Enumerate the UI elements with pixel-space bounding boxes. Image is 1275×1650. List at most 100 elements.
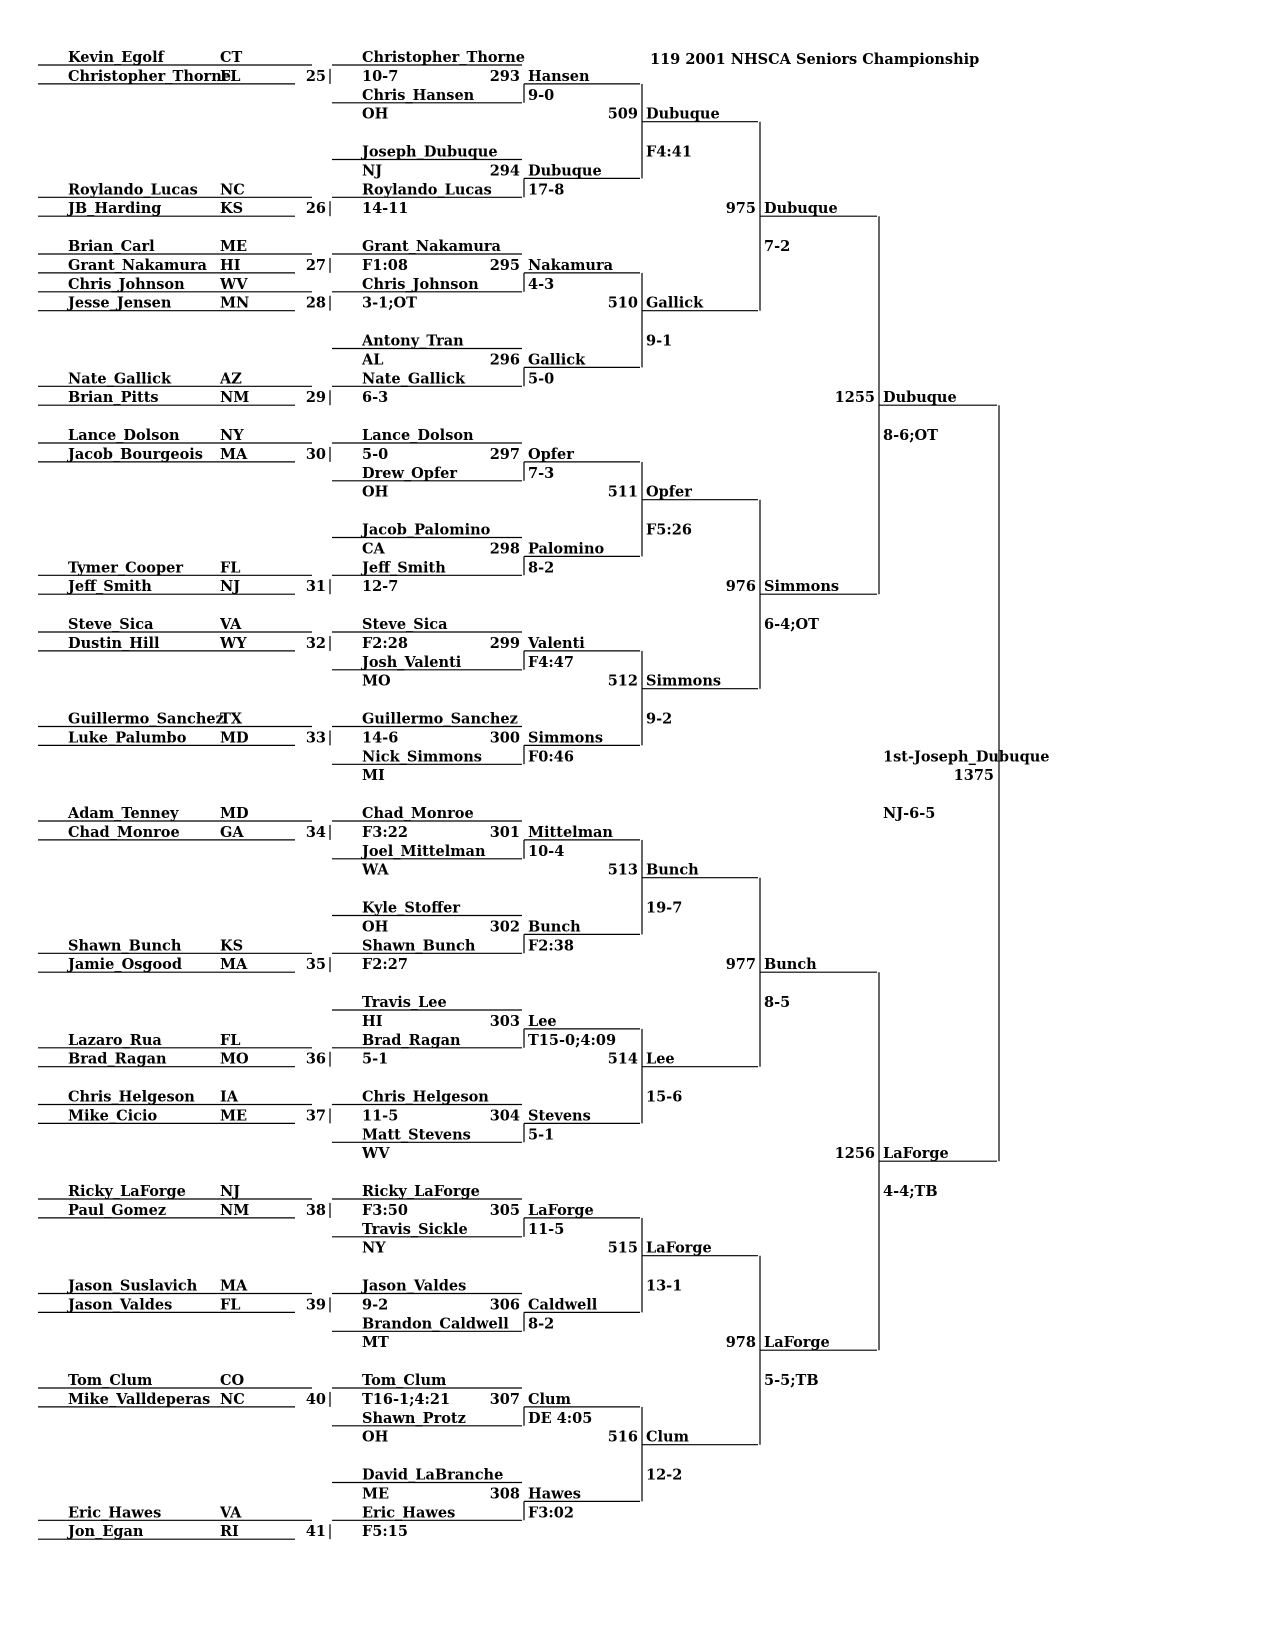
r1-state-code: MA — [220, 956, 248, 973]
r1-wrestler-name: Jeff_Smith — [66, 578, 152, 595]
r1-wrestler-name: Lazaro_Rua — [68, 1032, 162, 1049]
r1-state-code: KS — [220, 937, 243, 954]
r1-wrestler-name: Shawn_Bunch — [68, 937, 182, 954]
r1-state-code: TX — [220, 711, 243, 728]
r5-score: 8-6;OT — [883, 427, 938, 444]
r3-bout-number: 510 — [608, 295, 638, 312]
r2-wrestler-name: Tom_Clum — [362, 1372, 447, 1389]
r2-winner-name: Simmons — [528, 729, 603, 746]
r1-wrestler-name: Chris_Helgeson — [68, 1089, 195, 1106]
r1-bout-number: 29 — [306, 389, 326, 406]
r3-bout-number: 513 — [608, 862, 638, 879]
r2-wrestler-name: Nick_Simmons — [362, 748, 482, 765]
r4-score: 7-2 — [764, 238, 790, 255]
r2-score: F4:47 — [528, 654, 574, 671]
r2-score: 10-4 — [528, 843, 564, 860]
r1-wrestler-name: Nate_Gallick — [68, 370, 172, 387]
r1-bout-number: 33 — [306, 729, 326, 746]
r2-winner-name: Lee — [528, 1013, 557, 1030]
r2-match-info: 12-7 — [362, 578, 398, 595]
r4-winner-name: Bunch — [764, 956, 817, 973]
r1-wrestler-name: Luke_Palumbo — [68, 729, 187, 746]
r2-score: F2:38 — [528, 937, 574, 954]
r1-bout-number: 38 — [306, 1202, 326, 1219]
r3-winner-name: Gallick — [646, 295, 704, 312]
r1-wrestler-name: Jason_Valdes — [66, 1296, 172, 1313]
r2-wrestler-name: Lance_Dolson — [362, 427, 474, 444]
r2-wrestler-name: Guillermo_Sanchez — [362, 711, 518, 728]
r2-score: F0:46 — [528, 748, 574, 765]
r3-winner-name: LaForge — [646, 1240, 712, 1257]
r1-state-code: MN — [220, 295, 249, 312]
r2-bout-number: 305 — [490, 1202, 520, 1219]
r2-match-info: 14-6 — [362, 729, 398, 746]
r1-wrestler-name: Steve_Sica — [68, 616, 154, 633]
page-title: 119 2001 NHSCA Seniors Championship — [650, 51, 979, 68]
r2-wrestler-name: Brad_Ragan — [362, 1032, 461, 1049]
r1-state-code: CT — [220, 49, 243, 66]
r1-state-code: HI — [220, 257, 241, 274]
r1-bout-number: 41 — [306, 1523, 326, 1540]
r1-state-code: NC — [220, 1391, 245, 1408]
r2-match-info: OH — [362, 918, 389, 935]
r1-state-code: MA — [220, 446, 248, 463]
r1-bout-number: 25 — [306, 68, 326, 85]
r2-bout-number: 302 — [490, 918, 520, 935]
r2-match-info: 9-2 — [362, 1296, 388, 1313]
r2-wrestler-name: Ricky_LaForge — [362, 1183, 480, 1200]
r2-winner-name: Nakamura — [528, 257, 614, 274]
r2-bout-number: 304 — [490, 1107, 520, 1124]
r1-wrestler-name: Mike_Cicio — [68, 1107, 157, 1124]
r1-state-code: ME — [220, 1107, 247, 1124]
r2-score: 7-3 — [528, 465, 554, 482]
r3-score: 9-2 — [646, 711, 672, 728]
r2-wrestler-name: Josh_Valenti — [360, 654, 462, 671]
r1-state-code: RI — [220, 1523, 239, 1540]
r2-wrestler-name: Shawn_Bunch — [362, 937, 476, 954]
r5-bout-number: 1255 — [835, 389, 875, 406]
r1-state-code: MO — [220, 1051, 249, 1068]
r1-wrestler-name: Brian_Carl — [68, 238, 155, 255]
r2-match-info: OH — [362, 1429, 389, 1446]
r2-score: 8-2 — [528, 559, 554, 576]
r2-match-info: NJ — [362, 162, 382, 179]
r2-bout-number: 300 — [490, 729, 520, 746]
r2-match-info: F1:08 — [362, 257, 408, 274]
r2-winner-name: Stevens — [528, 1107, 591, 1124]
r2-winner-name: Hansen — [528, 68, 590, 85]
r2-wrestler-name: Chris_Helgeson — [362, 1089, 489, 1106]
r2-wrestler-name: Travis_Lee — [362, 994, 447, 1011]
r2-winner-name: Clum — [528, 1391, 572, 1408]
r3-score: 12-2 — [646, 1467, 682, 1484]
r1-wrestler-name: Tom_Clum — [68, 1372, 153, 1389]
r2-bout-number: 301 — [490, 824, 520, 841]
r2-score: DE 4:05 — [528, 1410, 592, 1427]
bracket-lines — [38, 64, 1000, 1540]
r2-match-info: 5-1 — [362, 1051, 388, 1068]
final-bout-number: 1375 — [954, 767, 994, 784]
r3-score: 13-1 — [646, 1278, 682, 1295]
r1-state-code: FL — [220, 559, 241, 576]
r1-state-code: FL — [220, 1296, 241, 1313]
r1-state-code: MA — [220, 1278, 248, 1295]
r2-bout-number: 303 — [490, 1013, 520, 1030]
r2-wrestler-name: Chris_Hansen — [362, 87, 475, 104]
r3-score: F4:41 — [646, 144, 692, 161]
r1-state-code: CO — [220, 1372, 245, 1389]
r4-bout-number: 977 — [726, 956, 756, 973]
r1-bout-number: 31 — [306, 578, 326, 595]
r3-bout-number: 512 — [608, 673, 638, 690]
r2-match-info: 5-0 — [362, 446, 388, 463]
r2-match-info: MT — [362, 1334, 389, 1351]
r4-score: 8-5 — [764, 994, 790, 1011]
bracket-labels: 119 2001 NHSCA Seniors ChampionshipKevin… — [66, 49, 1050, 1540]
r2-winner-name: Hawes — [528, 1485, 581, 1502]
r1-state-code: NY — [220, 427, 244, 444]
r2-wrestler-name: Shawn_Protz — [362, 1410, 466, 1427]
r2-match-info: WA — [361, 862, 389, 879]
r1-state-code: MD — [220, 805, 249, 822]
r2-wrestler-name: Steve_Sica — [362, 616, 448, 633]
final-result: NJ-6-5 — [883, 805, 935, 822]
r2-match-info: F2:27 — [362, 956, 408, 973]
r4-bout-number: 978 — [726, 1334, 756, 1351]
